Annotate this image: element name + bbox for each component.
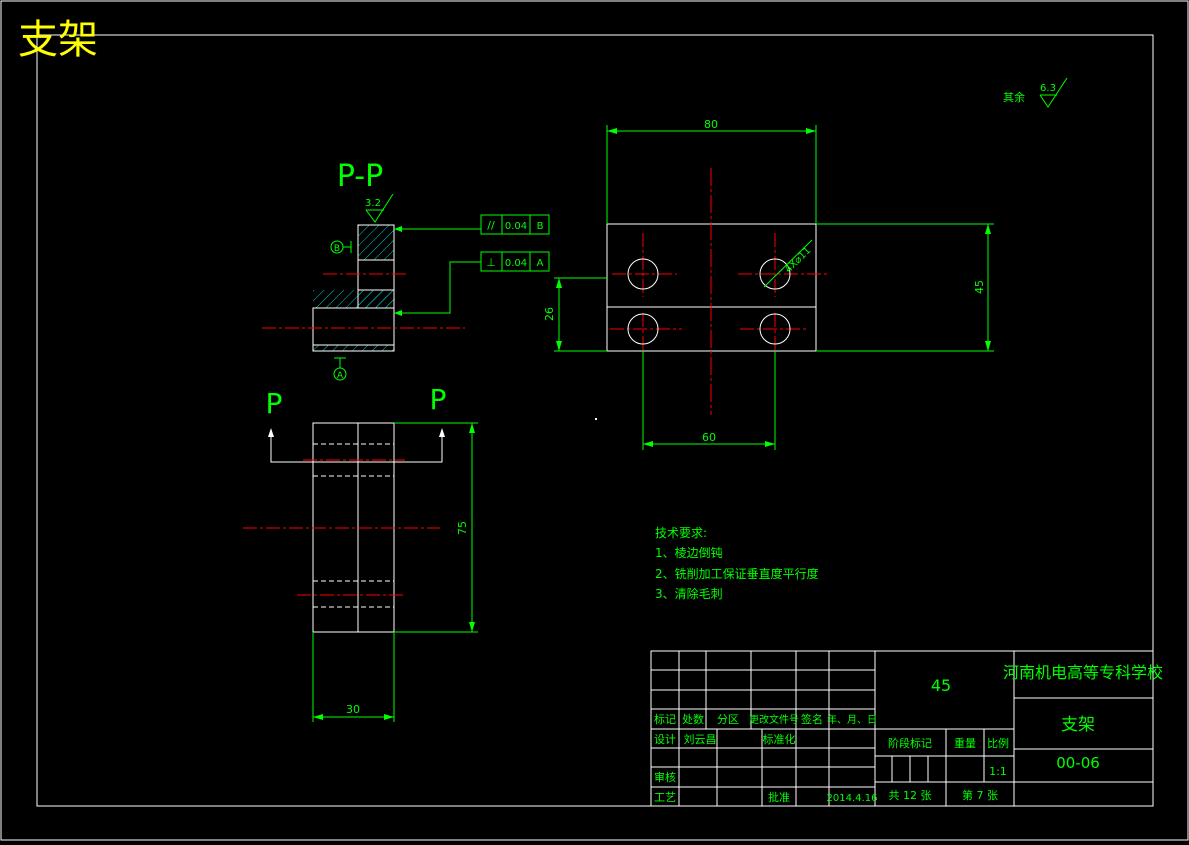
hdr-count: 处数 — [682, 713, 704, 726]
hdr-date: 年、月、日 — [827, 713, 877, 726]
svg-text://: // — [487, 219, 495, 232]
notes-heading: 技术要求: — [655, 526, 707, 540]
other-finish-value: 6.3 — [1040, 83, 1056, 94]
hdr-mark: 标记 — [654, 712, 676, 726]
tolerance-frame-parallel: // 0.04 B — [394, 214, 550, 235]
tolerance-frame-perpendicular: ⊥ 0.04 A — [394, 251, 550, 316]
title-block-text: 标记 处数 分区 更改文件号 签名 年、月、日 设计 刘云昌 标准化 审核 工艺… — [654, 663, 1163, 804]
svg-text:A: A — [537, 258, 544, 269]
part-name: 支架 — [1061, 715, 1095, 735]
hole-top-left — [627, 258, 659, 290]
approve-label: 批准 — [768, 790, 790, 804]
svg-text:B: B — [537, 221, 544, 232]
svg-text:⊥: ⊥ — [486, 256, 496, 269]
technical-notes: 技术要求: 1、棱边倒钝 2、铣削加工保证垂直度平行度 3、清除毛刺 — [655, 526, 819, 601]
plan-view: 4X⌀11 80 45 26 60 — [543, 118, 994, 450]
scale-value: 1:1 — [989, 765, 1007, 778]
note-item-2: 2、铣削加工保证垂直度平行度 — [655, 566, 819, 581]
title-block — [650, 650, 1154, 807]
side-view: P P 75 30 — [243, 383, 478, 722]
drawing-number: 00-06 — [1056, 754, 1100, 772]
dim-top-width: 80 — [704, 118, 718, 131]
dim-left-height: 26 — [543, 307, 556, 321]
datum-b-label: B — [334, 244, 340, 254]
hole-bottom-right — [759, 313, 791, 345]
hole-bottom-left — [627, 313, 659, 345]
process-label: 工艺 — [654, 791, 676, 804]
approve-date: 2014.4.16 — [827, 793, 878, 804]
hdr-sign: 签名 — [801, 712, 823, 726]
view-arrow-left-label: P — [266, 387, 283, 420]
svg-text:0.04: 0.04 — [505, 258, 527, 269]
hole-top-right — [759, 258, 791, 290]
sheet-number: 第 7 张 — [962, 788, 998, 802]
review-label: 审核 — [654, 770, 676, 784]
design-label: 设计 — [654, 733, 676, 746]
other-finish-note: 其余 6.3 — [1003, 77, 1068, 108]
standard-label: 标准化 — [763, 732, 796, 746]
hatch-upper — [357, 224, 395, 261]
dim-side-height: 75 — [456, 521, 469, 535]
sheets-total: 共 12 张 — [889, 789, 932, 802]
material: 45 — [931, 676, 951, 695]
finish-value: 3.2 — [365, 198, 381, 209]
other-finish-label: 其余 — [1003, 90, 1025, 104]
view-arrow-right-label: P — [430, 383, 447, 416]
school-name: 河南机电高等专科学校 — [1003, 663, 1163, 682]
hdr-change-doc: 更改文件号 — [749, 713, 799, 726]
datum-a-label: A — [337, 371, 344, 381]
finish-symbol — [365, 193, 394, 223]
scale-label: 比例 — [987, 736, 1009, 750]
dim-hole-spec: 4X⌀11 — [783, 245, 813, 275]
section-label: P-P — [337, 159, 383, 194]
note-item-1: 1、棱边倒钝 — [655, 545, 723, 560]
inner-frame — [36, 34, 1154, 807]
note-item-3: 3、清除毛刺 — [655, 586, 723, 601]
drawing-title: 支架 — [18, 17, 98, 63]
dim-right-height: 45 — [973, 280, 986, 294]
hdr-zone: 分区 — [717, 713, 739, 726]
section-view: P-P 3.2 B A — [262, 159, 550, 381]
dim-side-width: 30 — [346, 703, 360, 716]
dim-bottom-width: 60 — [702, 431, 716, 444]
hatch-lower — [313, 290, 394, 308]
stage-label: 阶段标记 — [888, 736, 932, 750]
designer-name: 刘云昌 — [684, 733, 717, 746]
weight-label: 重量 — [954, 736, 976, 750]
svg-text:0.04: 0.04 — [505, 221, 527, 232]
